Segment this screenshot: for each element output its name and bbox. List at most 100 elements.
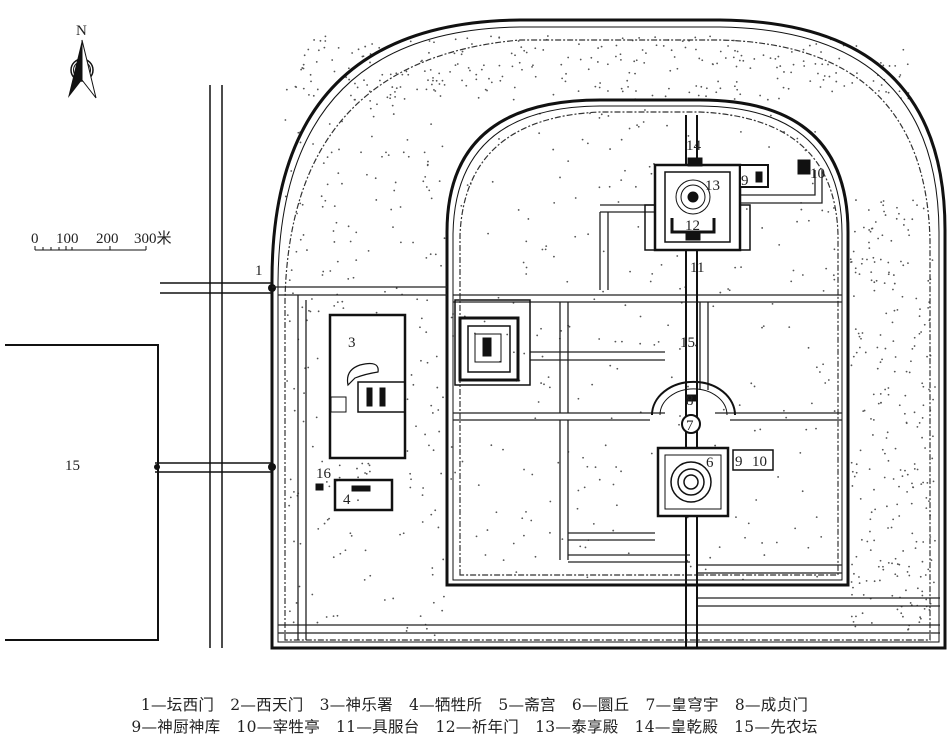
vegetation-dot: [866, 258, 868, 261]
vegetation-dot: [391, 104, 394, 107]
vegetation-dot: [307, 48, 310, 51]
vegetation-dot: [626, 79, 629, 82]
vegetation-dot: [460, 53, 463, 56]
vegetation-dot: [763, 554, 766, 556]
vegetation-dot: [402, 151, 405, 154]
vegetation-dot: [894, 557, 897, 560]
vegetation-dot: [561, 538, 564, 541]
vegetation-dot: [407, 73, 410, 76]
vegetation-dot: [460, 204, 463, 207]
vegetation-dot: [815, 366, 818, 369]
label-8: 8: [686, 393, 694, 409]
vegetation-dot: [495, 511, 498, 514]
vegetation-dot: [330, 151, 333, 154]
vegetation-dot: [421, 494, 424, 497]
vegetation-dot: [542, 49, 545, 51]
vegetation-dot: [681, 40, 684, 43]
vegetation-dot: [552, 148, 555, 151]
vegetation-dot: [738, 404, 741, 407]
vegetation-dot: [920, 483, 923, 485]
vegetation-dot: [333, 205, 336, 208]
zhaigong-complex: [454, 299, 531, 386]
vegetation-dot: [303, 54, 306, 57]
vegetation-dot: [890, 526, 893, 529]
vegetation-dot: [614, 340, 617, 343]
inner-wall: [445, 98, 850, 587]
vegetation-dot: [375, 199, 378, 201]
vegetation-dot: [333, 70, 336, 73]
vegetation-dot: [510, 52, 513, 55]
vegetation-dot: [852, 586, 854, 589]
vegetation-dot: [900, 612, 903, 615]
vegetation-dot: [410, 478, 412, 481]
vegetation-dot: [429, 68, 432, 71]
vegetation-dot: [432, 76, 434, 79]
vegetation-dot: [923, 323, 926, 326]
vegetation-dot: [322, 270, 325, 273]
vegetation-dot: [825, 267, 828, 270]
vegetation-dot: [879, 393, 882, 395]
vegetation-dot: [399, 241, 402, 244]
vegetation-dot: [600, 113, 603, 116]
vegetation-dot: [849, 258, 852, 261]
vegetation-dot: [802, 60, 805, 63]
vegetation-dot: [371, 135, 373, 138]
vegetation-dot: [374, 177, 377, 180]
vegetation-dot: [843, 85, 846, 87]
vegetation-dot: [635, 90, 637, 92]
vegetation-dot: [700, 85, 703, 88]
vegetation-dot: [356, 86, 359, 89]
vegetation-dot: [598, 117, 601, 119]
vegetation-dot: [727, 288, 730, 290]
vegetation-dot: [933, 581, 935, 584]
vegetation-dot: [544, 248, 547, 251]
vegetation-dot: [794, 527, 797, 530]
vegetation-dot: [921, 436, 923, 439]
vegetation-dot: [918, 332, 921, 335]
vegetation-dot: [719, 291, 722, 294]
vegetation-dot: [430, 83, 433, 86]
vegetation-dot: [776, 77, 779, 80]
vegetation-dot: [638, 37, 641, 39]
vegetation-dot: [290, 269, 293, 272]
vegetation-dot: [704, 568, 707, 571]
vegetation-dot: [442, 396, 444, 399]
vegetation-dot: [483, 320, 486, 323]
vegetation-dot: [298, 585, 301, 588]
vegetation-dot: [357, 48, 360, 51]
vegetation-dot: [852, 621, 855, 623]
vegetation-dot: [909, 602, 912, 604]
vegetation-dot: [924, 447, 926, 449]
vegetation-dot: [329, 270, 332, 272]
vegetation-dot: [727, 45, 729, 47]
vegetation-dot: [861, 612, 864, 615]
vegetation-dot: [882, 565, 884, 568]
vegetation-dot: [868, 241, 870, 244]
vegetation-dot: [896, 608, 899, 611]
vegetation-dot: [873, 539, 876, 542]
vegetation-dot: [928, 500, 930, 503]
vegetation-dot: [907, 262, 909, 265]
vegetation-dot: [325, 481, 328, 483]
vegetation-dot: [428, 51, 430, 54]
vegetation-dot: [855, 199, 857, 201]
vegetation-dot: [425, 627, 428, 630]
vegetation-dot: [851, 470, 854, 473]
vegetation-dot: [642, 121, 645, 123]
vegetation-dot: [364, 45, 367, 48]
vegetation-dot: [927, 568, 930, 571]
vegetation-dot: [874, 221, 877, 223]
vegetation-dot: [520, 46, 523, 49]
vegetation-dot: [718, 546, 721, 549]
vegetation-dot: [406, 138, 409, 141]
vegetation-dot: [906, 63, 909, 66]
vegetation-dot: [905, 421, 908, 424]
vegetation-dot: [604, 444, 607, 447]
vegetation-dot: [815, 43, 818, 45]
vegetation-dot: [934, 539, 936, 542]
vegetation-dot: [498, 64, 501, 67]
vegetation-dot: [521, 68, 523, 71]
vegetation-dot: [553, 201, 556, 204]
vegetation-dot: [651, 94, 654, 97]
vegetation-dot: [490, 444, 493, 447]
